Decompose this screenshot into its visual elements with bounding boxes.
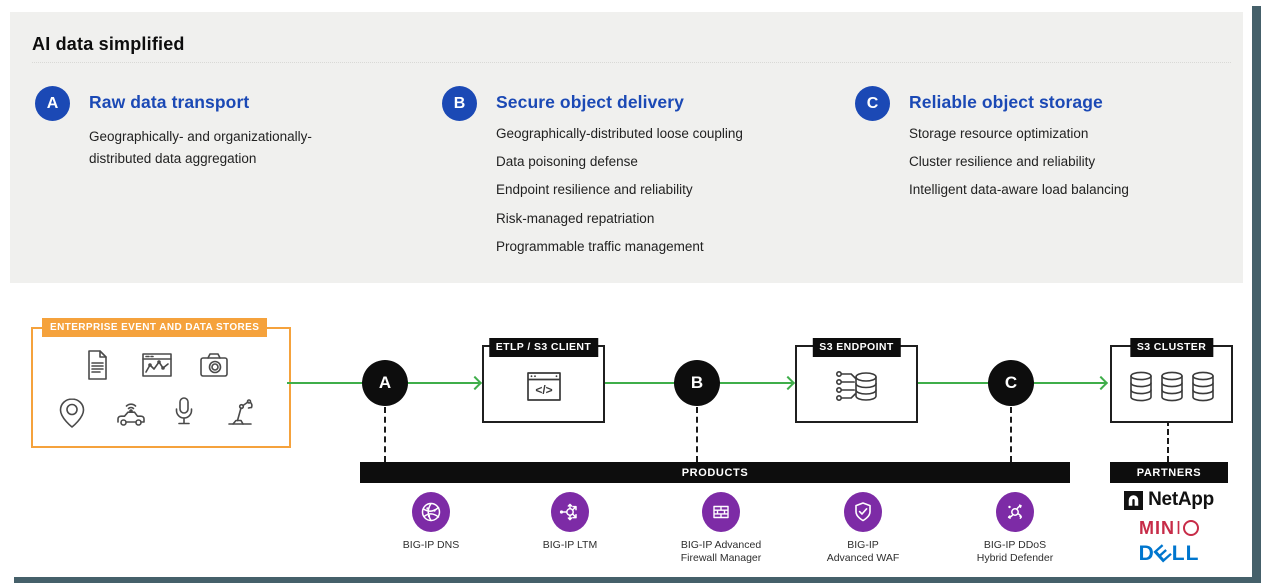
flow-arrowhead-icon <box>780 375 796 391</box>
flow-arrowhead-icon <box>467 375 483 391</box>
connected-car-icon <box>117 403 145 426</box>
flow-marker-b: B <box>674 360 720 406</box>
section-a-title: Raw data transport <box>89 92 250 112</box>
flow-line <box>287 382 363 384</box>
enterprise-data-stores-box <box>31 327 291 448</box>
product-label: BIG-IP LTM <box>542 539 598 551</box>
product-label: BIG-IP DNS <box>402 539 460 551</box>
minio-logo: MINIO <box>1103 516 1235 540</box>
title-divider <box>32 62 1231 63</box>
database-cluster-icon <box>1129 371 1214 402</box>
page-title: AI data simplified <box>32 34 185 54</box>
section-b-bullet: Geographically-distributed loose couplin… <box>496 126 743 141</box>
summary-panel: AI data simplified A Raw data transport … <box>10 12 1243 283</box>
node-etlp-s3-client: ETLP / S3 CLIENT </> <box>482 338 605 423</box>
minio-o-icon: O <box>1183 520 1199 536</box>
flow-arrowhead-icon <box>1093 375 1109 391</box>
code-window-icon: </> <box>526 372 561 401</box>
flow-line <box>601 382 675 384</box>
dashed-connector <box>1010 407 1012 462</box>
load-balancer-icon <box>551 492 589 532</box>
node-s3-cluster: S3 CLUSTER <box>1110 338 1233 423</box>
section-b-body: Secure object delivery Geographically-di… <box>496 86 743 255</box>
flow-line <box>1033 382 1106 384</box>
section-b-bullet: Risk-managed repatriation <box>496 210 655 226</box>
section-b-bullet: Endpoint resilience and reliability <box>496 182 693 198</box>
section-a-body: Raw data transport Geographically- and o… <box>89 86 347 170</box>
badge-a: A <box>35 86 70 121</box>
enterprise-data-stores-label: ENTERPRISE EVENT AND DATA STORES <box>42 318 268 337</box>
product-big-ip-dns: BIG-IP DNS <box>361 492 501 552</box>
dashed-connector <box>1167 420 1169 462</box>
netapp-logo-icon <box>1124 490 1144 510</box>
slide-edge-right <box>1252 6 1261 583</box>
slide-edge-bottom <box>14 577 1261 583</box>
firewall-bricks-icon <box>702 492 740 532</box>
section-b-title: Secure object delivery <box>496 92 684 112</box>
netapp-logo: NetApp <box>1103 488 1235 512</box>
flow-line <box>408 382 479 384</box>
dns-globe-icon <box>412 492 450 532</box>
section-a-bullet: Geographically- and organizationally-dis… <box>89 129 312 166</box>
microphone-icon <box>175 397 193 425</box>
products-bar: PRODUCTS <box>360 462 1070 483</box>
analytics-window-icon <box>142 353 172 377</box>
robot-arm-icon <box>228 399 253 425</box>
section-c-body: Reliable object storage Storage resource… <box>909 86 1129 199</box>
dashed-connector <box>696 407 698 462</box>
minio-wordmark: MIN <box>1138 517 1175 538</box>
shield-check-icon <box>844 492 882 532</box>
badge-c: C <box>855 86 890 121</box>
netapp-wordmark: NetApp <box>1148 489 1214 510</box>
badge-b: B <box>442 86 477 121</box>
node-etlp-s3-client-label: ETLP / S3 CLIENT <box>488 338 599 357</box>
section-c-title: Reliable object storage <box>909 92 1103 112</box>
flow-line <box>720 382 792 384</box>
camera-icon <box>200 353 228 377</box>
node-s3-endpoint: S3 ENDPOINT <box>795 338 918 423</box>
product-big-ip-ltm: BIG-IP LTM <box>500 492 640 552</box>
section-secure-object-delivery: B Secure object delivery Geographically-… <box>442 86 842 255</box>
flow-marker-c: C <box>988 360 1034 406</box>
document-icon <box>88 350 107 380</box>
node-s3-endpoint-label: S3 ENDPOINT <box>812 338 901 357</box>
ddos-defender-icon <box>996 492 1034 532</box>
dashed-connector <box>384 407 386 462</box>
section-c-bullet: Cluster resilience and reliability <box>909 154 1096 170</box>
flow-marker-a: A <box>362 360 408 406</box>
flow-line <box>914 382 989 384</box>
section-b-bullet: Data poisoning defense <box>496 154 638 170</box>
location-pin-icon <box>59 398 85 428</box>
partners-bar: PARTNERS <box>1110 462 1228 483</box>
dell-wordmark: D <box>1138 542 1155 565</box>
section-raw-data-transport: A Raw data transport Geographically- and… <box>35 86 395 170</box>
section-reliable-object-storage: C Reliable object storage Storage resour… <box>855 86 1230 199</box>
svg-text:</>: </> <box>535 383 552 397</box>
node-s3-cluster-label: S3 CLUSTER <box>1129 338 1214 357</box>
section-b-bullet: Programmable traffic management <box>496 238 704 254</box>
database-endpoint-icon <box>835 370 877 401</box>
section-c-bullet: Storage resource optimization <box>909 126 1089 141</box>
section-c-bullet: Intelligent data-aware load balancing <box>909 182 1129 198</box>
